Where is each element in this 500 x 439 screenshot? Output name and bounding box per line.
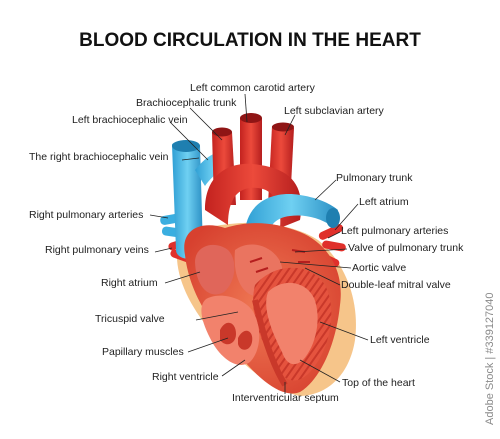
label-left-atrium: Left atrium	[359, 196, 409, 208]
label-papillary-muscles: Papillary muscles	[102, 346, 184, 358]
label-left-pulmonary-arteries: Left pulmonary arteries	[341, 225, 448, 237]
label-aortic-valve: Aortic valve	[352, 262, 406, 274]
label-right-ventricle: Right ventricle	[152, 371, 219, 383]
label-pulmonary-trunk: Pulmonary trunk	[336, 172, 413, 184]
label-left-subclavian-artery: Left subclavian artery	[284, 105, 385, 117]
label-top-of-the-heart: Top of the heart	[342, 377, 415, 389]
side-watermark: Adobe Stock | #339127040	[484, 292, 496, 425]
label-right-pulmonary-arteries: Right pulmonary arteries	[29, 209, 143, 221]
label-right-pulmonary-veins: Right pulmonary veins	[45, 244, 149, 256]
page-title: BLOOD CIRCULATION IN THE HEART	[79, 30, 421, 51]
label-right-brachiocephalic-vein: The right brachiocephalic vein	[29, 151, 169, 163]
label-double-leaf-mitral-valve: Double-leaf mitral valve	[341, 279, 451, 291]
labels: Left common carotid artery Brachiocephal…	[29, 82, 464, 404]
label-tricuspid-valve: Tricuspid valve	[95, 313, 165, 325]
label-right-atrium: Right atrium	[101, 277, 158, 289]
heart-illustration	[160, 113, 356, 396]
label-valve-of-pulmonary-trunk: Valve of pulmonary trunk	[348, 242, 464, 254]
label-interventricular-septum: Interventricular septum	[232, 392, 339, 404]
leader-lines	[149, 93, 369, 394]
label-left-brachiocephalic-vein: Left brachiocephalic vein	[72, 114, 188, 126]
label-left-common-carotid-artery: Left common carotid artery	[190, 82, 316, 94]
label-brachiocephalic-trunk: Brachiocephalic trunk	[136, 97, 237, 109]
label-left-ventricle: Left ventricle	[370, 334, 430, 346]
